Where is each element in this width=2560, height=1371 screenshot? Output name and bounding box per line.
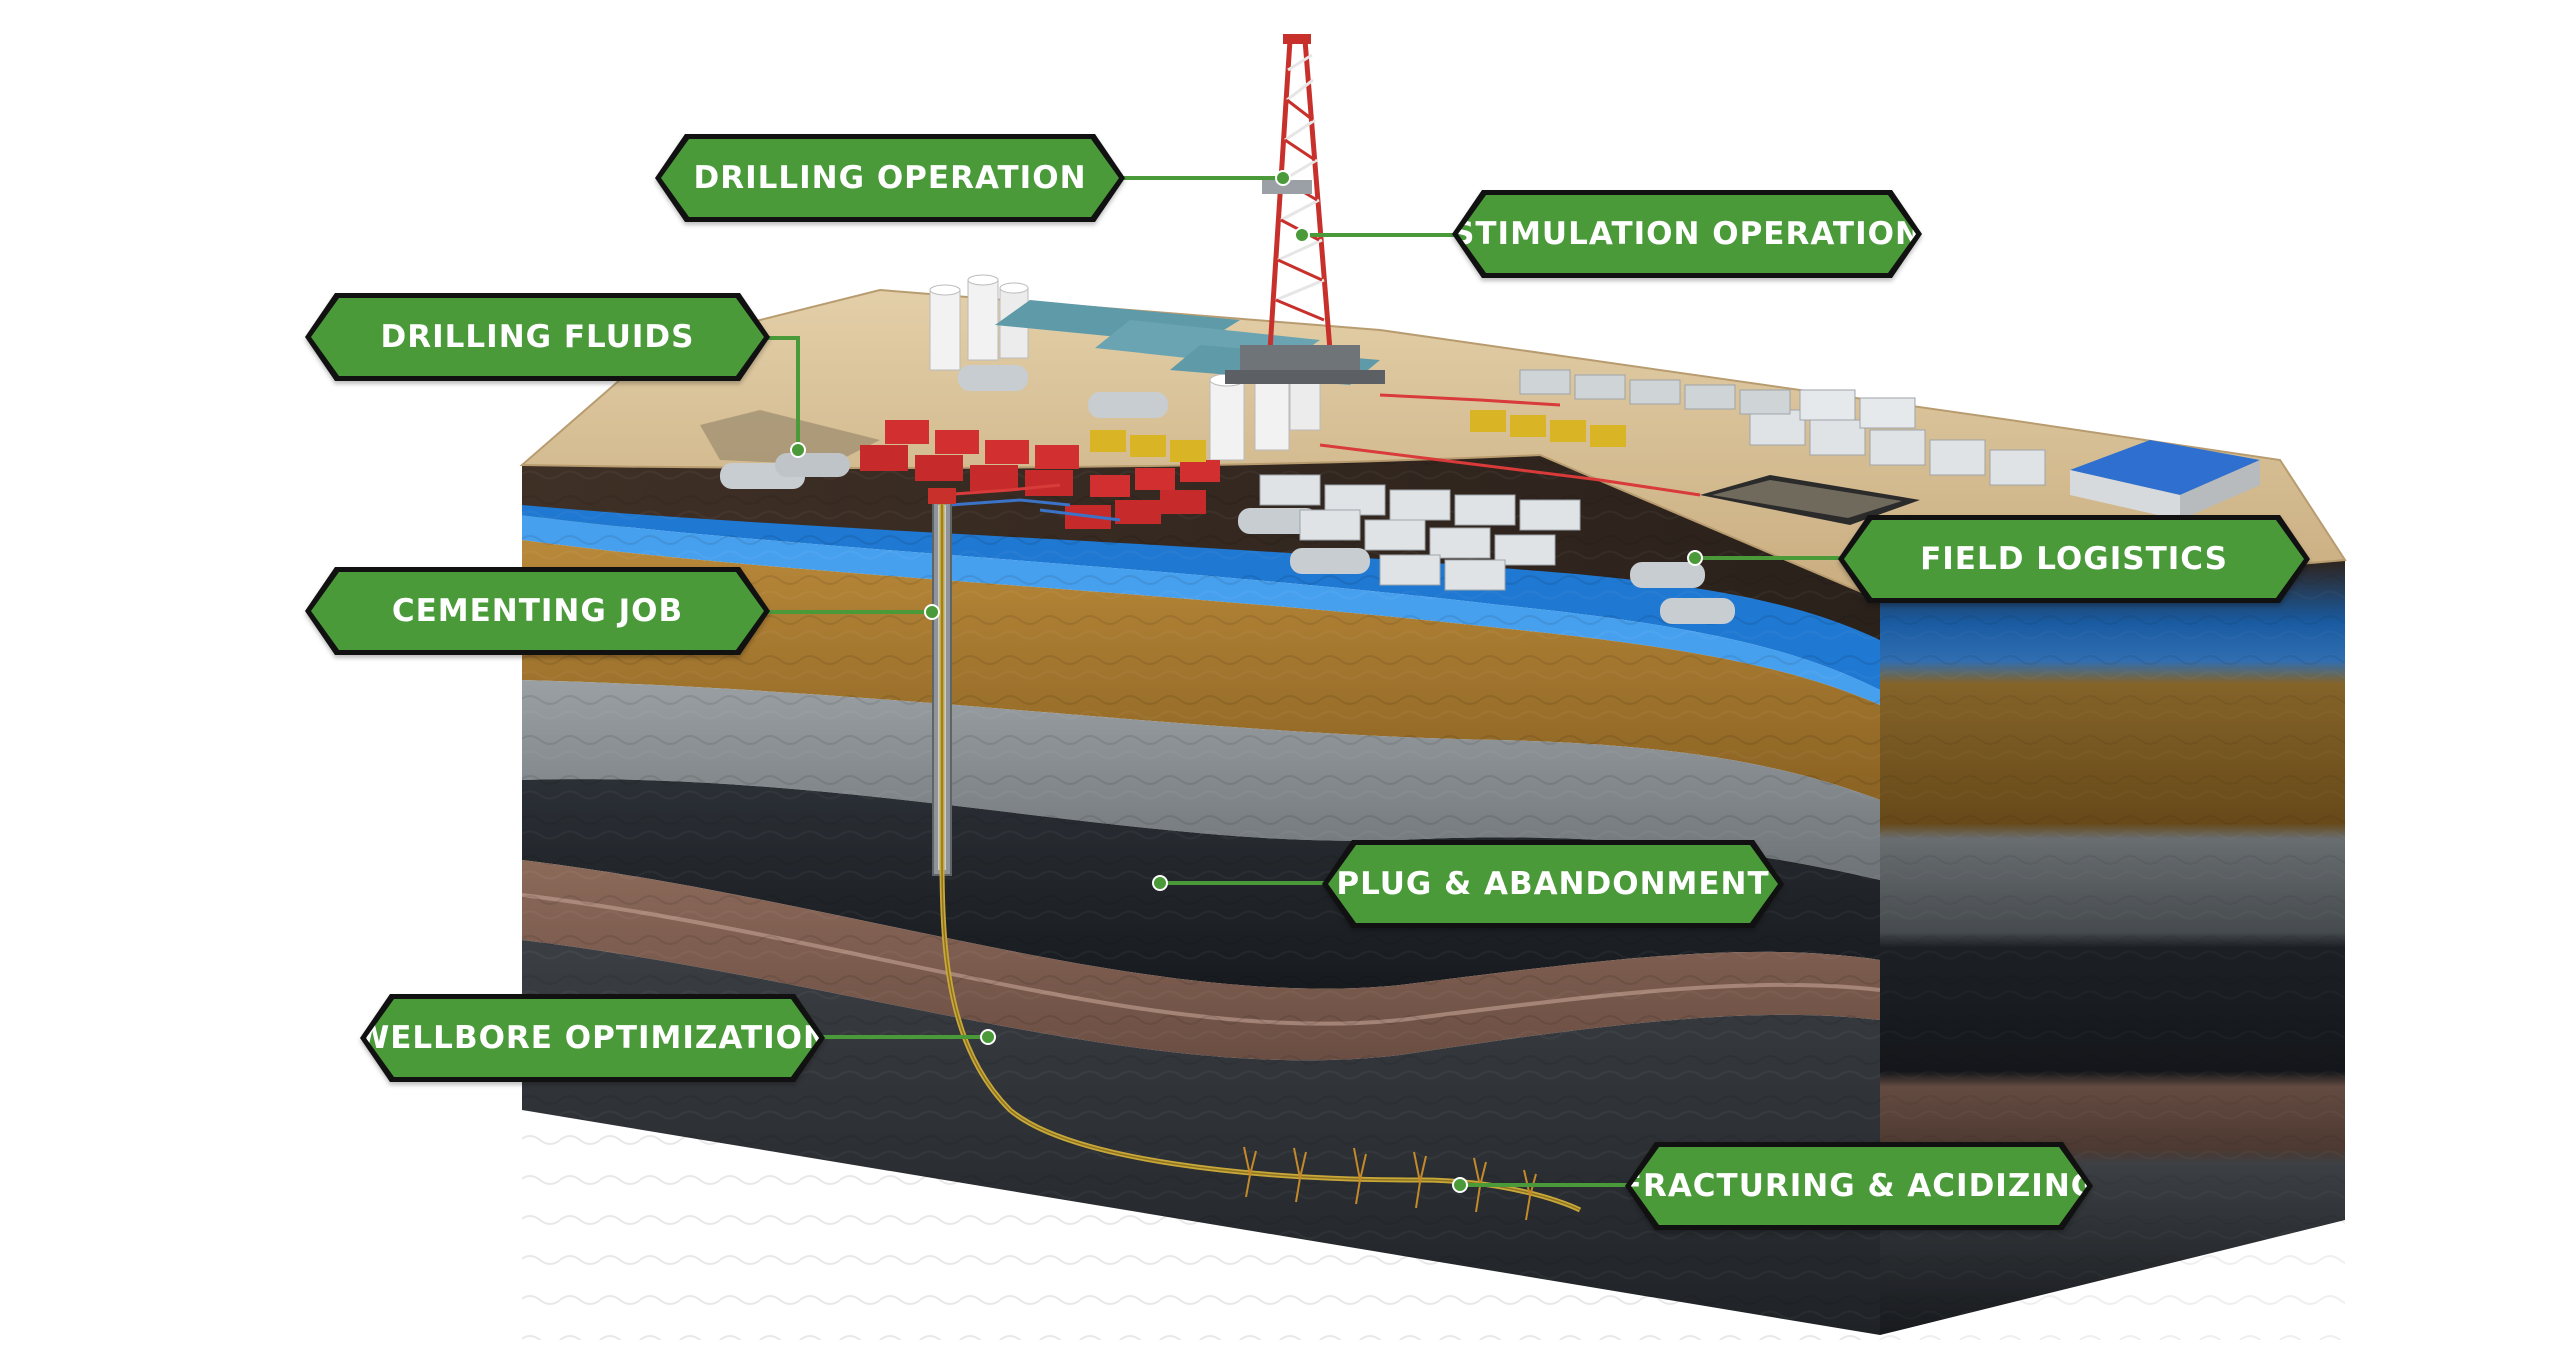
sand-trucks (1090, 410, 1626, 462)
callout-drilling-fluids[interactable]: DRILLING FLUIDS (305, 293, 770, 381)
callout-label: DRILLING OPERATION (693, 160, 1087, 196)
pump-trucks (860, 420, 1220, 529)
callout-wellbore-optimization[interactable]: WELLBORE OPTIMIZATION (360, 994, 825, 1082)
callout-stimulation-operation[interactable]: STIMULATION OPERATION (1452, 190, 1922, 278)
office-trailers (1259, 369, 2046, 591)
callout-field-logistics[interactable]: FIELD LOGISTICS (1838, 515, 2310, 603)
callout-drilling-operation[interactable]: DRILLING OPERATION (655, 134, 1125, 222)
callout-label: FRACTURING & ACIDIZING (1620, 1168, 2098, 1204)
leader-drilling-fluids (765, 336, 800, 450)
drilling-rig (1225, 34, 1385, 384)
callout-label: FIELD LOGISTICS (1920, 541, 2228, 577)
tanker-trucks (720, 365, 1735, 624)
mud-pit (700, 410, 880, 465)
warehouse (2070, 440, 2260, 495)
surface-pipelines (939, 393, 1701, 497)
callout-label: PLUG & ABANDONMENT (1336, 866, 1770, 902)
fractures (1243, 1146, 1537, 1221)
callout-plug-abandonment[interactable]: PLUG & ABANDONMENT (1322, 840, 1784, 928)
callout-label: STIMULATION OPERATION (1452, 216, 1922, 252)
callout-label: CEMENTING JOB (391, 593, 684, 629)
callout-fracturing-acidizing[interactable]: FRACTURING & ACIDIZING (1625, 1142, 2093, 1230)
callout-label: WELLBORE OPTIMIZATION (355, 1020, 830, 1056)
leader-lines (765, 176, 1840, 1187)
callout-cementing-job[interactable]: CEMENTING JOB (305, 567, 770, 655)
leader-dots (790, 170, 1703, 1193)
callout-label: DRILLING FLUIDS (380, 319, 695, 355)
